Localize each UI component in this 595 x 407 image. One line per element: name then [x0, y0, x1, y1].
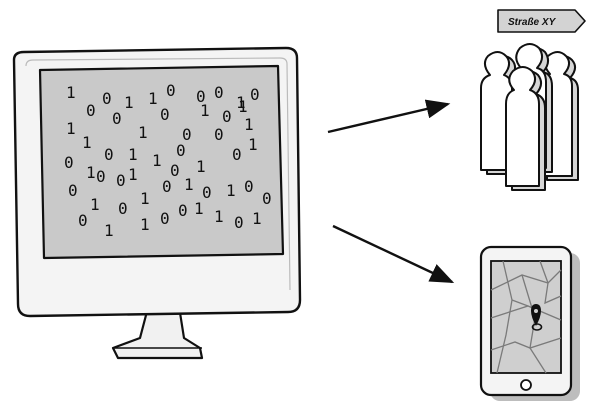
binary-digit: 1: [140, 215, 150, 234]
binary-digit: 0: [64, 153, 74, 172]
binary-digit: 0: [118, 199, 128, 218]
binary-digit: 1: [214, 207, 224, 226]
binary-digit: 1: [200, 101, 210, 120]
binary-digit: 0: [214, 125, 224, 144]
binary-digit: 0: [244, 177, 254, 196]
location-pin-icon: [531, 304, 543, 331]
smartphone-icon: [479, 245, 580, 401]
binary-digit: 1: [140, 189, 150, 208]
binary-digit: 0: [170, 161, 180, 180]
binary-digit: 1: [128, 145, 138, 164]
binary-digit: 0: [232, 145, 242, 164]
binary-digit: 0: [78, 211, 88, 230]
phone-screen: [490, 260, 562, 374]
people-group-icon: [480, 43, 579, 191]
binary-digit: 1: [128, 165, 138, 184]
street-sign-icon: Straße XY: [497, 9, 586, 33]
binary-digit: 1: [196, 157, 206, 176]
binary-digit: 0: [162, 177, 172, 196]
binary-digit: 1: [226, 181, 236, 200]
binary-digit: 0: [234, 213, 244, 232]
street-sign-label: Straße XY: [508, 17, 557, 28]
binary-digit: 0: [102, 89, 112, 108]
binary-digit: 0: [68, 181, 78, 200]
phone-home-button: [520, 379, 532, 391]
binary-digit: 1: [152, 151, 162, 170]
binary-digit: 0: [112, 109, 122, 128]
binary-digit: 1: [66, 83, 76, 102]
monitor-screen: [38, 64, 285, 260]
street-sign-shape: [497, 9, 586, 33]
binary-digit: 1: [194, 199, 204, 218]
arrow-to-phone: [332, 224, 455, 284]
binary-digit: 1: [138, 123, 148, 142]
binary-digit: 1: [124, 93, 134, 112]
binary-digit: 1: [244, 115, 254, 134]
binary-digit: 0: [86, 101, 96, 120]
binary-digit: 0: [214, 83, 224, 102]
binary-digit: 0: [116, 171, 126, 190]
binary-digit: 0: [182, 125, 192, 144]
binary-digit: 1: [104, 221, 114, 240]
binary-digit: 0: [104, 145, 114, 164]
binary-digit: 1: [184, 175, 194, 194]
arrow-to-people: [327, 99, 451, 134]
binary-digit: 0: [160, 209, 170, 228]
binary-digit: 0: [222, 107, 232, 126]
binary-digit: 0: [176, 141, 186, 160]
monitor-bezel-inner-edge: [25, 57, 291, 291]
binary-digit: 1: [82, 133, 92, 152]
binary-digit: 0: [250, 85, 260, 104]
binary-digit: 0: [96, 167, 106, 186]
binary-digit: 0: [160, 105, 170, 124]
binary-digit: 1: [236, 93, 246, 112]
map-icon: [490, 260, 562, 374]
binary-digit: 1: [238, 97, 248, 116]
binary-digit: 1: [248, 135, 258, 154]
binary-digit: 0: [166, 81, 176, 100]
person-front: [505, 66, 546, 191]
binary-digit: 1: [252, 209, 262, 228]
binary-digit: 1: [86, 163, 96, 182]
binary-digit: 1: [148, 89, 158, 108]
binary-digit: 0: [202, 183, 212, 202]
binary-digit: 0: [178, 201, 188, 220]
binary-digit: 0: [262, 189, 272, 208]
binary-digit: 1: [90, 195, 100, 214]
binary-digit: 1: [66, 119, 76, 138]
binary-digit: 0: [196, 87, 206, 106]
